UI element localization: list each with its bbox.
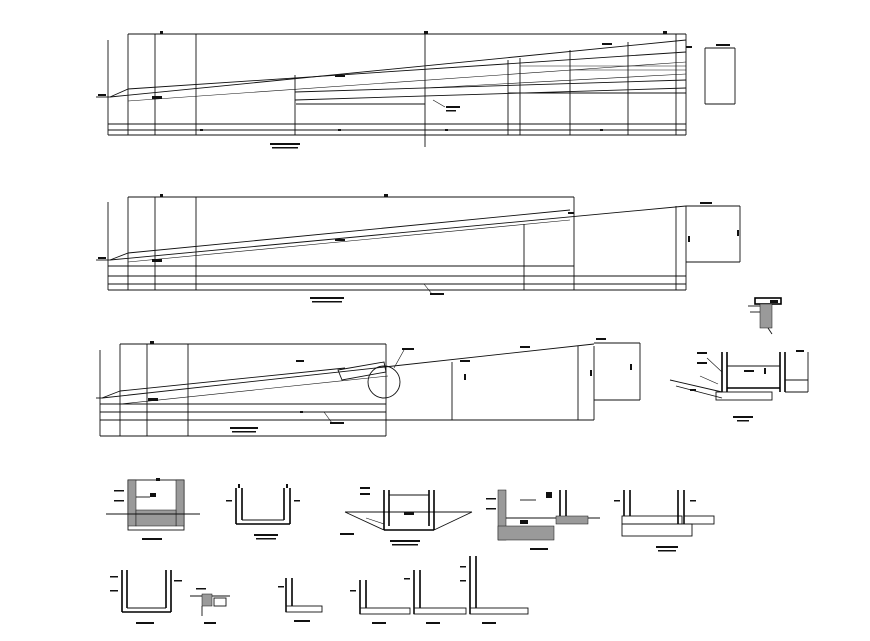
section-d bbox=[486, 489, 600, 550]
section-a bbox=[106, 478, 200, 540]
ramp-wall-section bbox=[669, 350, 809, 422]
section-e bbox=[614, 490, 715, 552]
section-g bbox=[190, 588, 230, 624]
ramp-elevation-1 bbox=[96, 31, 736, 149]
ramp-elevation-3 bbox=[96, 338, 641, 437]
section-b bbox=[226, 484, 300, 540]
ramp-elevation-2 bbox=[96, 194, 741, 303]
detail-callout-small bbox=[748, 297, 782, 335]
section-f bbox=[110, 570, 182, 624]
section-j bbox=[460, 556, 529, 624]
section-h bbox=[278, 578, 323, 622]
section-c bbox=[340, 487, 473, 546]
section-i bbox=[350, 570, 467, 624]
